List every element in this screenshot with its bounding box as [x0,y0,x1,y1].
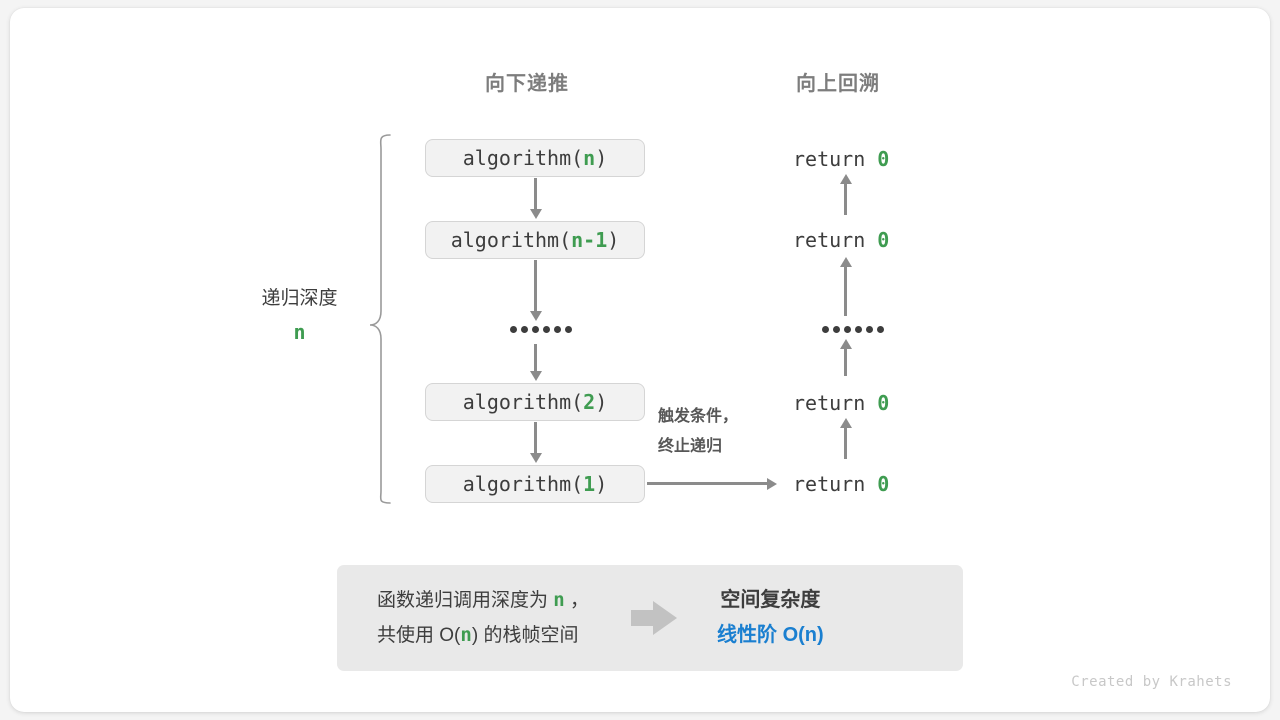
recursion-depth-label: 递归深度 n [242,289,357,342]
depth-label-text: 递归深度 [261,288,338,309]
summary-line2-suffix: ) 的栈帧空间 [471,625,579,646]
call-arg: n-1 [571,228,608,252]
return-statement: return 0 [793,147,889,171]
recurse-arrow-down-icon [534,260,537,312]
terminate-note-line2: 终止递归 [658,438,723,456]
return-statement: return 0 [793,228,889,252]
call-frame-box[interactable]: algorithm(2) [425,383,645,421]
summary-line2: 共使用 O(n) 的栈帧空间 [377,618,589,653]
recurse-arrow-down-icon [534,344,537,372]
summary-line1: 函数递归调用深度为 n ， [377,583,589,618]
credit-text: Created by Krahets [1071,674,1232,690]
recurse-arrow-down-icon [534,178,537,210]
summary-line1-prefix: 函数递归调用深度为 [377,589,554,611]
summary-line1-suffix: ， [564,589,590,611]
call-suffix: ) [595,472,608,496]
right-arrow-icon [631,601,678,635]
ellipsis-dots-right [822,326,884,333]
backtrack-arrow-up-icon [844,266,847,316]
depth-value: n [293,320,306,344]
return-value: 0 [877,391,890,415]
return-value: 0 [877,228,890,252]
summary-line2-prefix: 共使用 O( [377,625,461,646]
call-frame-box[interactable]: algorithm(n-1) [425,221,645,259]
call-prefix: algorithm( [450,228,572,252]
terminate-condition-note: 触发条件， 终止递归 [658,402,738,463]
summary-line2-var: n [460,624,472,646]
call-frame-box[interactable]: algorithm(1) [425,465,645,503]
call-prefix: algorithm( [462,472,584,496]
backtrack-arrow-up-icon [844,348,847,376]
diagram-card: 向下递推 向上回溯 递归深度 n algorithm(n) algorithm(… [10,8,1270,712]
return-statement: return 0 [793,472,889,496]
complexity-result: 空间复杂度 线性阶 O(n) [717,583,824,653]
recurse-arrow-down-icon [534,422,537,454]
return-value: 0 [877,472,890,496]
call-prefix: algorithm( [462,146,584,170]
call-arg: n [583,146,596,170]
return-keyword: return [793,472,866,496]
return-keyword: return [793,228,866,252]
call-frame-box[interactable]: algorithm(n) [425,139,645,177]
return-keyword: return [793,147,866,171]
terminate-note-line1: 触发条件， [658,408,739,425]
call-arg: 1 [583,472,596,496]
complexity-summary-panel: 函数递归调用深度为 n ， 共使用 O(n) 的栈帧空间 空间复杂度 线性阶 O… [337,565,963,671]
call-arg: 2 [583,390,596,414]
return-keyword: return [793,391,866,415]
complexity-title: 空间复杂度 [720,589,821,611]
complexity-value: 线性阶 O(n) [717,624,824,646]
call-suffix: ) [607,228,620,252]
backtrack-arrow-up-icon [844,183,847,215]
return-value: 0 [877,147,890,171]
depth-brace [368,133,394,510]
call-suffix: ) [595,390,608,414]
summary-line1-var: n [553,588,565,611]
backtrack-arrow-up-icon [844,427,847,459]
call-suffix: ) [595,146,608,170]
ellipsis-dots-left [510,326,572,333]
column-header-backtrack-up: 向上回溯 [796,73,880,95]
summary-description: 函数递归调用深度为 n ， 共使用 O(n) 的栈帧空间 [377,583,589,653]
return-statement: return 0 [793,391,889,415]
call-prefix: algorithm( [462,390,584,414]
column-header-recurse-down: 向下递推 [485,73,569,95]
terminate-arrow-right-icon [647,482,767,485]
